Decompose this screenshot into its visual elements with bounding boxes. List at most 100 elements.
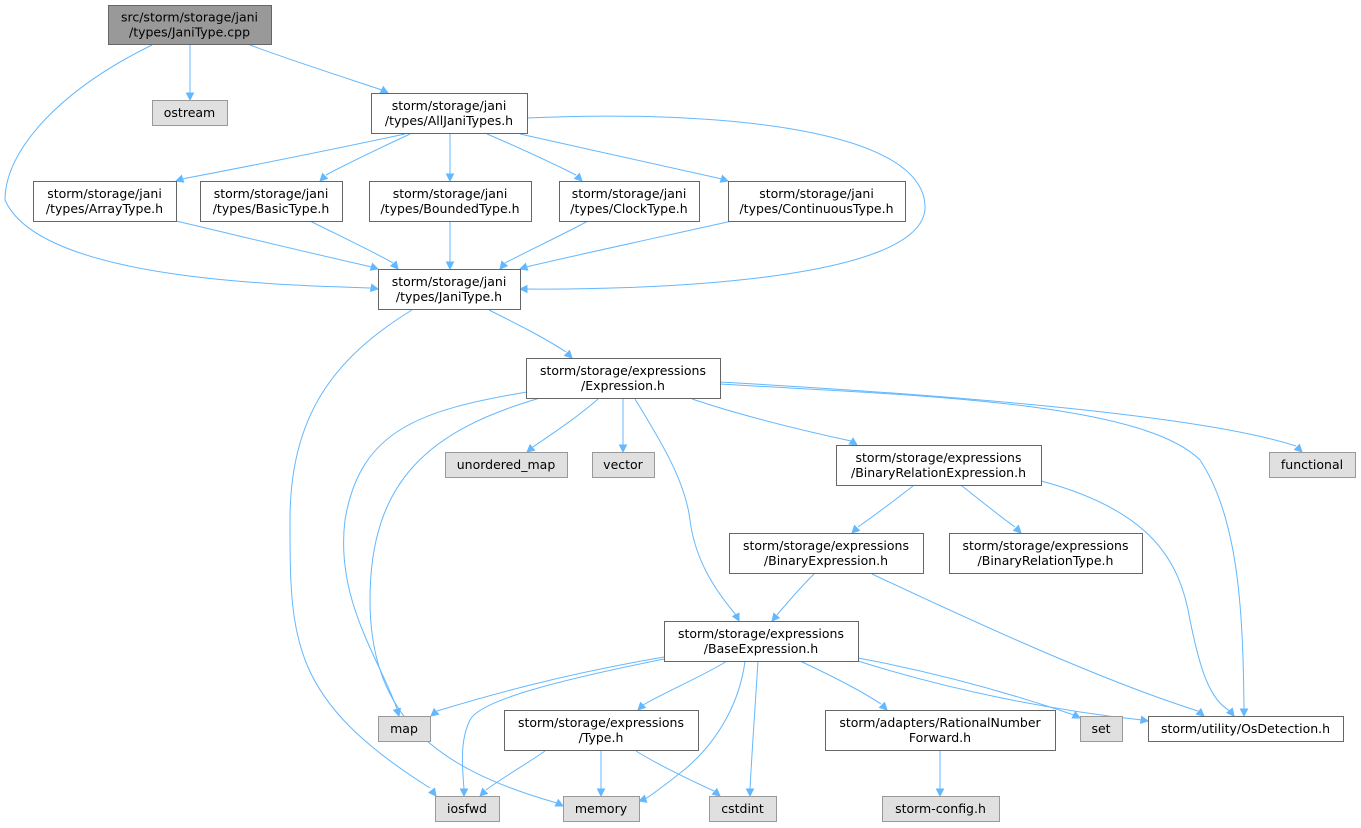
node-unordered-map: unordered_map — [445, 452, 568, 478]
edge-line — [369, 397, 558, 804]
edge-line — [719, 381, 1297, 447]
node-clocktype-h[interactable]: storm/storage/jani/types/ClockType.h — [559, 181, 700, 222]
edge-expression_h-to-functional — [719, 381, 1303, 453]
node-label-line: functional — [1281, 457, 1343, 472]
edge-janitype_h-to-iosfwd — [289, 309, 437, 797]
arrowhead — [573, 172, 583, 182]
node-label-line: storm/storage/jani — [214, 186, 329, 201]
node-box — [33, 181, 177, 222]
edge-type_h-to-memory — [596, 751, 606, 798]
arrowhead — [526, 443, 536, 453]
edge-alljanitypes_h-to-continuoustype_h — [519, 133, 730, 183]
node-label-line: /Type.h — [579, 730, 624, 745]
node-continuoustype-h[interactable]: storm/storage/jani/types/ContinuousType.… — [728, 181, 906, 222]
node-box — [378, 269, 521, 310]
edge-line — [488, 309, 567, 353]
node-box — [1269, 452, 1356, 478]
edge-binaryrelationexpression_h-to-osdetection_h — [1040, 480, 1235, 717]
arrowhead — [637, 701, 647, 711]
edge-janitype_cpp-to-janitype_h — [4, 44, 380, 293]
edge-line — [436, 656, 665, 712]
node-alljanitypes-h[interactable]: storm/storage/jani/types/AllJaniTypes.h — [371, 93, 528, 134]
node-box — [378, 716, 431, 742]
node-box — [728, 181, 906, 222]
arrowhead — [459, 788, 469, 798]
edge-expression_h-to-osdetection_h — [719, 383, 1249, 718]
arrowhead — [596, 788, 606, 798]
node-functional: functional — [1269, 452, 1356, 478]
edge-line — [635, 750, 715, 792]
node-label-line: vector — [603, 457, 644, 472]
edge-line — [1040, 480, 1231, 712]
node-label-line: storm/storage/jani — [392, 98, 507, 113]
edge-alljanitypes_h-to-boundedtype_h — [445, 133, 455, 183]
node-label-line: set — [1091, 721, 1110, 736]
node-basictype-h[interactable]: storm/storage/jani/types/BasicType.h — [200, 181, 343, 222]
node-layer: src/storm/storage/jani/types/JaniType.cp… — [33, 5, 1356, 822]
node-box — [526, 358, 721, 399]
node-binaryexpression-h[interactable]: storm/storage/expressions/BinaryExpressi… — [729, 533, 924, 574]
edge-line — [961, 485, 1016, 528]
edge-binaryrelationexpression_h-to-binaryrelationtype_h — [961, 485, 1022, 534]
edge-baseexpression_h-to-map — [430, 656, 665, 717]
node-label-line: cstdint — [721, 801, 764, 816]
node-map: map — [378, 716, 431, 742]
edge-line — [532, 398, 599, 448]
arrowhead — [479, 787, 489, 797]
arrowhead — [185, 92, 195, 102]
edge-expression_h-to-unordered_map — [526, 398, 599, 453]
arrowhead — [174, 174, 185, 183]
edge-expression_h-to-baseexpression_h — [634, 398, 740, 622]
edge-binaryexpression_h-to-osdetection_h — [871, 573, 1205, 717]
node-label-line: /BinaryRelationType.h — [978, 553, 1114, 568]
node-box — [882, 796, 1000, 822]
arrowhead — [1195, 707, 1205, 717]
arrowhead — [711, 787, 721, 797]
edge-boundedtype_h-to-janitype_h — [445, 220, 455, 271]
arrowhead — [771, 612, 781, 622]
node-expression-h[interactable]: storm/storage/expressions/Expression.h — [526, 358, 721, 399]
edge-expression_h-to-memory — [369, 397, 564, 807]
node-arraytype-h[interactable]: storm/storage/jani/types/ArrayType.h — [33, 181, 177, 222]
node-janitype-cpp[interactable]: src/storm/storage/jani/types/JaniType.cp… — [108, 5, 272, 45]
edge-line — [461, 658, 665, 790]
edge-rationalnumberforward_h-to-storm_config_h — [935, 751, 945, 798]
node-osdetection-h[interactable]: storm/utility/OsDetection.h — [1148, 716, 1344, 742]
node-label-line: map — [390, 721, 418, 736]
node-storm-config-h: storm-config.h — [882, 796, 1000, 822]
node-ostream: ostream — [152, 100, 228, 126]
edge-baseexpression_h-to-type_h — [637, 660, 728, 711]
node-box — [664, 621, 859, 662]
node-box — [592, 452, 655, 478]
node-box — [371, 93, 528, 134]
node-binaryrelationtype-h[interactable]: storm/storage/expressions/BinaryRelation… — [949, 533, 1143, 574]
arrowhead — [719, 174, 730, 183]
node-label-line: /Expression.h — [581, 378, 665, 393]
edge-line — [175, 220, 373, 268]
node-box — [435, 796, 500, 822]
node-box — [729, 533, 924, 574]
node-memory: memory — [563, 796, 640, 822]
node-boundedtype-h[interactable]: storm/storage/jani/types/BoundedType.h — [369, 181, 532, 222]
edge-line — [4, 44, 373, 289]
edge-line — [325, 133, 411, 176]
node-box — [152, 100, 228, 126]
edge-line — [249, 44, 383, 91]
node-label-line: storm-config.h — [895, 801, 986, 816]
node-label-line: unordered_map — [457, 457, 556, 472]
edge-line — [309, 220, 394, 264]
arrowhead — [518, 284, 528, 294]
node-label-line: /BinaryExpression.h — [764, 553, 888, 568]
node-box — [1080, 716, 1123, 742]
node-type-h[interactable]: storm/storage/expressions/Type.h — [504, 710, 699, 751]
node-label-line: storm/storage/expressions — [743, 538, 909, 553]
node-janitype-h[interactable]: storm/storage/jani/types/JaniType.h — [378, 269, 521, 310]
edge-line — [857, 660, 1143, 721]
node-label-line: storm/storage/expressions — [962, 538, 1128, 553]
node-label-line: /types/BoundedType.h — [380, 201, 519, 216]
node-baseexpression-h[interactable]: storm/storage/expressions/BaseExpression… — [664, 621, 859, 662]
arrowhead — [563, 349, 573, 359]
node-binaryrelationexpression-h[interactable]: storm/storage/expressions/BinaryRelation… — [836, 445, 1042, 486]
edge-baseexpression_h-to-osdetection_h — [857, 660, 1150, 725]
